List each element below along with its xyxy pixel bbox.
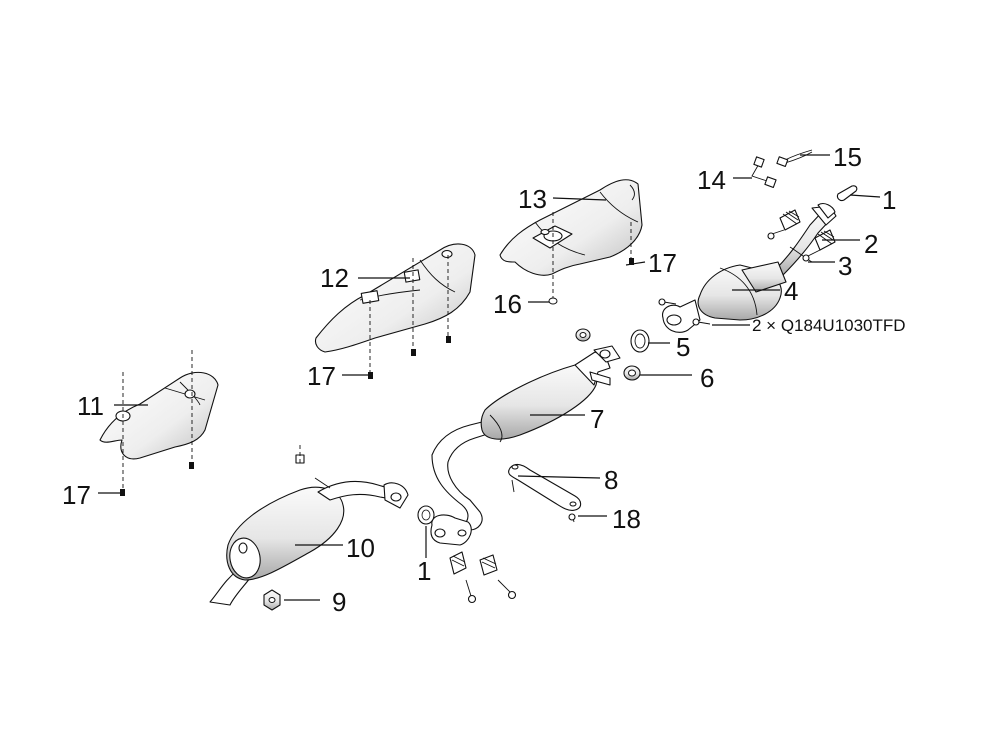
callout-1-front: 1 [882,185,896,215]
callout-9: 9 [332,587,346,617]
callout-17-heat-shield-rear: 17 [62,480,91,510]
callout-18: 18 [612,504,641,534]
callout-3: 3 [838,251,852,281]
callout-2: 2 [864,229,878,259]
ring-gasket [630,329,650,353]
heat-shield-middle [314,243,476,379]
gasket-rear [417,505,435,525]
heat-shield-rear [99,350,219,496]
callout-13: 13 [518,184,547,214]
callout-8: 8 [604,465,618,495]
callout-17-heat-shield-middle: 17 [307,361,336,391]
callout-1-rear: 1 [417,556,431,586]
rear-muffler [209,445,409,606]
callout-4: 4 [784,276,798,306]
callout-6: 6 [700,363,714,393]
bolt-spec-annotation: 2 × Q184U1030TFD [752,316,906,335]
gasket-front [836,185,858,202]
center-pipe-resonator [430,345,621,546]
heat-shield-front [499,179,643,305]
callout-11: 11 [77,391,104,421]
catalyst-bolts [658,298,711,326]
callout-16: 16 [493,289,522,319]
joint-springs [449,551,517,604]
callout-labels: 1 1 2 3 4 5 6 7 8 9 10 11 12 13 14 15 16… [62,142,906,617]
callout-12: 12 [320,263,349,293]
callout-5: 5 [676,332,690,362]
callout-17-heat-shield-front: 17 [648,248,677,278]
callout-7: 7 [590,404,604,434]
callout-10: 10 [346,533,375,563]
oxygen-sensors [751,149,813,189]
callout-15: 15 [833,142,862,172]
callout-14: 14 [697,165,726,195]
muffler-nut [263,589,281,611]
leader-lines [98,154,881,601]
bracket-and-bolt [508,463,582,523]
front-pipe-catalyst [661,203,837,333]
spring-clamps [575,328,641,381]
